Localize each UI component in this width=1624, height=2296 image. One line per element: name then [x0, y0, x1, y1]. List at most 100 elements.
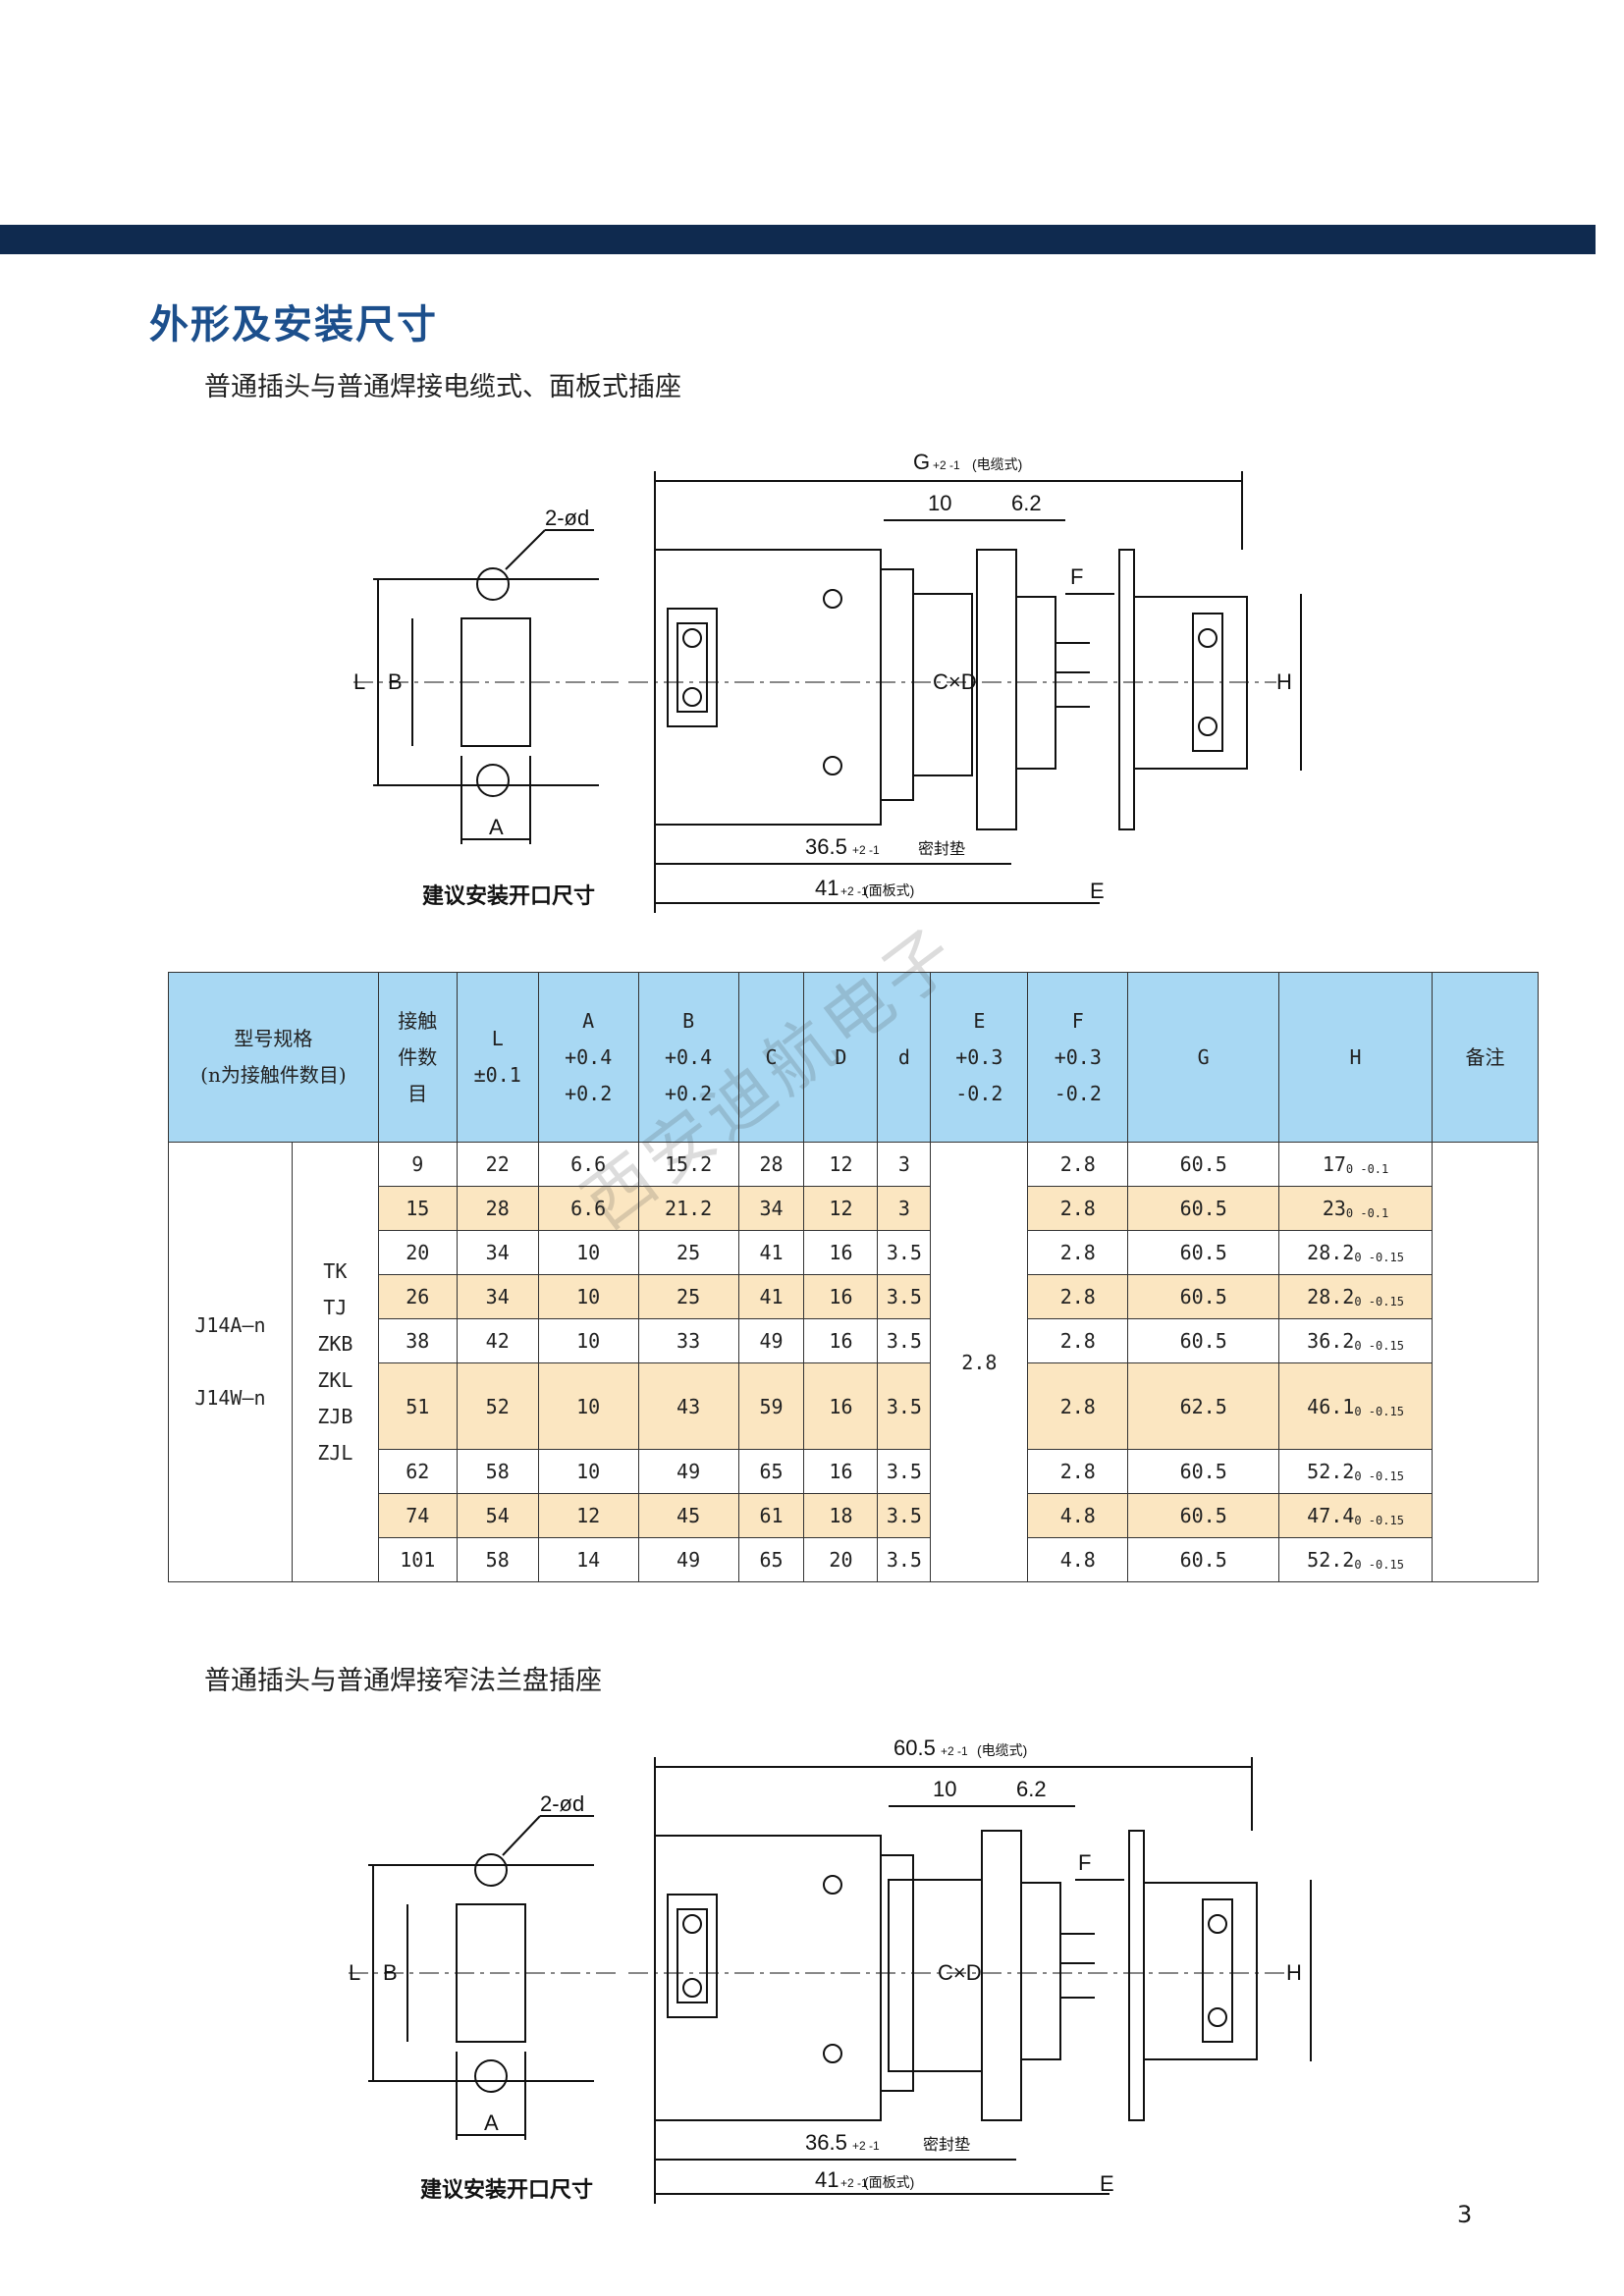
cell-l: 58 — [456, 1537, 539, 1582]
table-row: 62 58 10 49 65 16 3.5 2.8 60.5 52.20 -0.… — [169, 1449, 1539, 1494]
cell-h: 28.20 -0.15 — [1278, 1274, 1433, 1319]
figure-2-drawing: 2-ød L B A 建议安装开口尺寸 60.5 +2 -1 (电缆式) 10 … — [349, 1735, 1312, 2204]
cell-c: 65 — [737, 1537, 805, 1582]
fig2-41-label: 41 — [815, 2167, 839, 2192]
cell-g: 60.5 — [1127, 1274, 1280, 1319]
cell-l: 42 — [456, 1318, 539, 1363]
fig2-365-label: 36.5 — [805, 2130, 847, 2155]
cell-a: 12 — [537, 1493, 639, 1538]
cell-d-upper: 12 — [803, 1186, 879, 1231]
cell-c: 61 — [737, 1493, 805, 1538]
col-h: H — [1278, 972, 1433, 1143]
cell-b: 43 — [637, 1362, 739, 1450]
cell-g: 60.5 — [1127, 1537, 1280, 1582]
fig1-seal-note: 密封垫 — [918, 840, 965, 858]
table-row: 38 42 10 33 49 16 3.5 2.8 60.5 36.20 -0.… — [169, 1318, 1539, 1363]
cell-f: 4.8 — [1027, 1537, 1129, 1582]
fig2-h-label: H — [1286, 1960, 1302, 1985]
cell-l: 52 — [456, 1362, 539, 1450]
cell-c: 28 — [737, 1142, 805, 1187]
cell-d-upper: 16 — [803, 1230, 879, 1275]
cell-g: 60.5 — [1127, 1449, 1280, 1494]
cell-n: 20 — [377, 1230, 458, 1275]
col-l: L±0.1 — [456, 972, 539, 1143]
cell-b: 25 — [637, 1274, 739, 1319]
cell-d-lower: 3.5 — [877, 1230, 932, 1275]
fig1-b-label: B — [388, 669, 403, 694]
fig1-dim-62: 6.2 — [1011, 491, 1042, 515]
section-2-subtitle: 普通插头与普通焊接窄法兰盘插座 — [204, 1666, 602, 1696]
cell-d-upper: 20 — [803, 1537, 879, 1582]
page-title: 外形及安装尺寸 — [149, 301, 438, 347]
cell-f: 2.8 — [1027, 1274, 1129, 1319]
col-g: G — [1127, 972, 1280, 1143]
fig2-g-note: (电缆式) — [977, 1742, 1027, 1758]
fig2-e-label: E — [1100, 2171, 1114, 2196]
cell-b: 33 — [637, 1318, 739, 1363]
fig2-b-label: B — [383, 1960, 398, 1985]
fig1-g-label: G — [913, 450, 930, 474]
cell-c: 49 — [737, 1318, 805, 1363]
spec-table: 型号规格(n为接触件数目) 接触件数目 L±0.1 A+0.4+0.2 B+0.… — [168, 972, 1540, 1582]
col-remark: 备注 — [1431, 972, 1540, 1143]
col-b: B+0.4+0.2 — [637, 972, 739, 1143]
cell-g: 60.5 — [1127, 1318, 1280, 1363]
col-d-upper: D — [803, 972, 879, 1143]
fig2-g-label: 60.5 — [893, 1735, 936, 1760]
cell-n: 101 — [377, 1537, 458, 1582]
cell-h: 170 -0.1 — [1278, 1142, 1433, 1187]
fig1-g-note: (电缆式) — [972, 456, 1022, 472]
fig2-41-tol: +2 -1 — [840, 2176, 868, 2190]
cell-d-lower: 3.5 — [877, 1493, 932, 1538]
fig2-cutout-caption: 建议安装开口尺寸 — [420, 2177, 593, 2202]
cell-f: 2.8 — [1027, 1449, 1129, 1494]
cell-a: 10 — [537, 1230, 639, 1275]
cell-a: 10 — [537, 1449, 639, 1494]
fig1-cxd-label: C×D — [933, 669, 977, 694]
fig1-365-label: 36.5 — [805, 834, 847, 859]
figure-1-drawing: 2-ød L B A 建议安装开口尺寸 G +2 -1 (电缆式) 10 6.2… — [353, 450, 1302, 913]
fig2-l-label: L — [349, 1960, 360, 1985]
cell-a: 10 — [537, 1362, 639, 1450]
cell-b: 45 — [637, 1493, 739, 1538]
fig2-g-tol: +2 -1 — [941, 1744, 968, 1758]
cell-n: 51 — [377, 1362, 458, 1450]
cell-a: 6.6 — [537, 1142, 639, 1187]
cell-b: 25 — [637, 1230, 739, 1275]
cell-e: 2.8 — [930, 1142, 1029, 1582]
fig1-41-tol: +2 -1 — [840, 884, 868, 898]
cell-f: 2.8 — [1027, 1142, 1129, 1187]
cell-b: 21.2 — [637, 1186, 739, 1231]
cell-g: 62.5 — [1127, 1362, 1280, 1450]
cell-d-upper: 16 — [803, 1318, 879, 1363]
cell-f: 2.8 — [1027, 1230, 1129, 1275]
cell-f: 2.8 — [1027, 1362, 1129, 1450]
cell-n: 26 — [377, 1274, 458, 1319]
fig1-dim-10: 10 — [928, 491, 951, 515]
cell-l: 54 — [456, 1493, 539, 1538]
cell-d-upper: 16 — [803, 1362, 879, 1450]
cell-f: 4.8 — [1027, 1493, 1129, 1538]
cell-c: 34 — [737, 1186, 805, 1231]
fig1-h-label: H — [1276, 669, 1292, 694]
cell-d-lower: 3.5 — [877, 1362, 932, 1450]
cell-l: 34 — [456, 1230, 539, 1275]
cell-n: 74 — [377, 1493, 458, 1538]
cell-remark — [1431, 1142, 1540, 1582]
cell-h: 46.10 -0.15 — [1278, 1362, 1433, 1450]
fig1-f-label: F — [1070, 564, 1083, 589]
cell-l: 22 — [456, 1142, 539, 1187]
fig2-365-tol: +2 -1 — [852, 2139, 880, 2153]
col-e: E+0.3-0.2 — [930, 972, 1029, 1143]
cell-d-upper: 16 — [803, 1274, 879, 1319]
fig1-41-label: 41 — [815, 876, 839, 900]
fig2-f-label: F — [1078, 1850, 1091, 1875]
cell-c: 65 — [737, 1449, 805, 1494]
cell-c: 59 — [737, 1362, 805, 1450]
fig1-a-label: A — [489, 815, 504, 839]
cell-h: 28.20 -0.15 — [1278, 1230, 1433, 1275]
cell-h: 47.40 -0.15 — [1278, 1493, 1433, 1538]
model-cell: J14A—n J14W—n — [168, 1142, 293, 1582]
col-a: A+0.4+0.2 — [537, 972, 639, 1143]
